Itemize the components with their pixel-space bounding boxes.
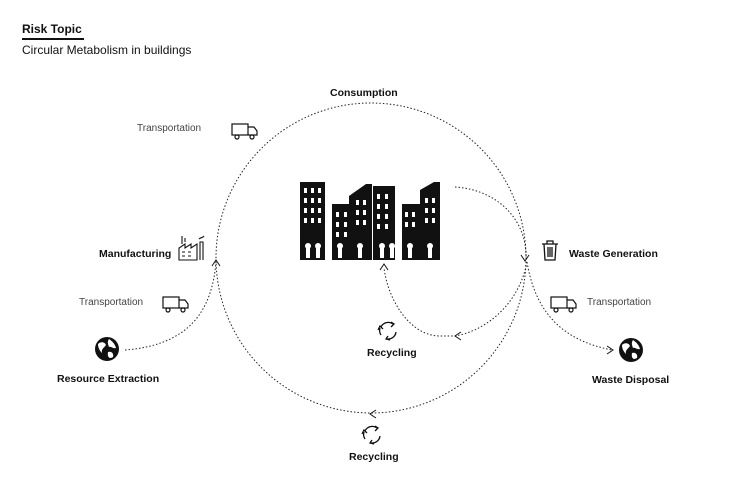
factory-icon bbox=[178, 235, 205, 261]
diagram-subtitle: Circular Metabolism in buildings bbox=[22, 43, 192, 57]
globe-icon bbox=[619, 338, 643, 362]
arrow-up-left-circle bbox=[211, 259, 221, 267]
recycling-label-outer: Recycling bbox=[349, 451, 399, 463]
trash-icon bbox=[542, 240, 558, 261]
building-to-waste-arrow bbox=[454, 186, 527, 259]
waste-disposal-label: Waste Disposal bbox=[592, 374, 670, 386]
risk-topic-title: Risk Topic bbox=[22, 22, 82, 36]
recycle-icon bbox=[361, 425, 381, 445]
arrow-down-right-circle bbox=[520, 254, 530, 262]
globe-icon bbox=[95, 337, 119, 361]
transportation-label-right: Transportation bbox=[587, 297, 652, 308]
transportation-label-top: Transportation bbox=[137, 123, 202, 134]
truck-icon bbox=[550, 296, 577, 313]
arrow-up-building bbox=[379, 263, 389, 271]
recycle-icon bbox=[377, 321, 397, 341]
transportation-label-left: Transportation bbox=[79, 297, 144, 308]
city-buildings-icon bbox=[300, 182, 440, 260]
arrow-left-inner bbox=[454, 331, 462, 341]
manufacturing-label: Manufacturing bbox=[99, 248, 172, 260]
recycling-label-inner: Recycling bbox=[367, 347, 417, 359]
arrow-right-disposal bbox=[606, 345, 614, 355]
title-underline bbox=[22, 38, 84, 40]
truck-icon bbox=[162, 296, 189, 313]
waste-generation-label: Waste Generation bbox=[569, 248, 658, 260]
inner-recycling-loop bbox=[383, 261, 528, 337]
resource-extraction-label: Resource Extraction bbox=[57, 373, 160, 385]
consumption-label: Consumption bbox=[330, 87, 398, 99]
metabolism-cycle-circle bbox=[215, 102, 527, 414]
truck-icon bbox=[231, 123, 258, 140]
arrow-left-bottom-circle bbox=[369, 409, 377, 419]
